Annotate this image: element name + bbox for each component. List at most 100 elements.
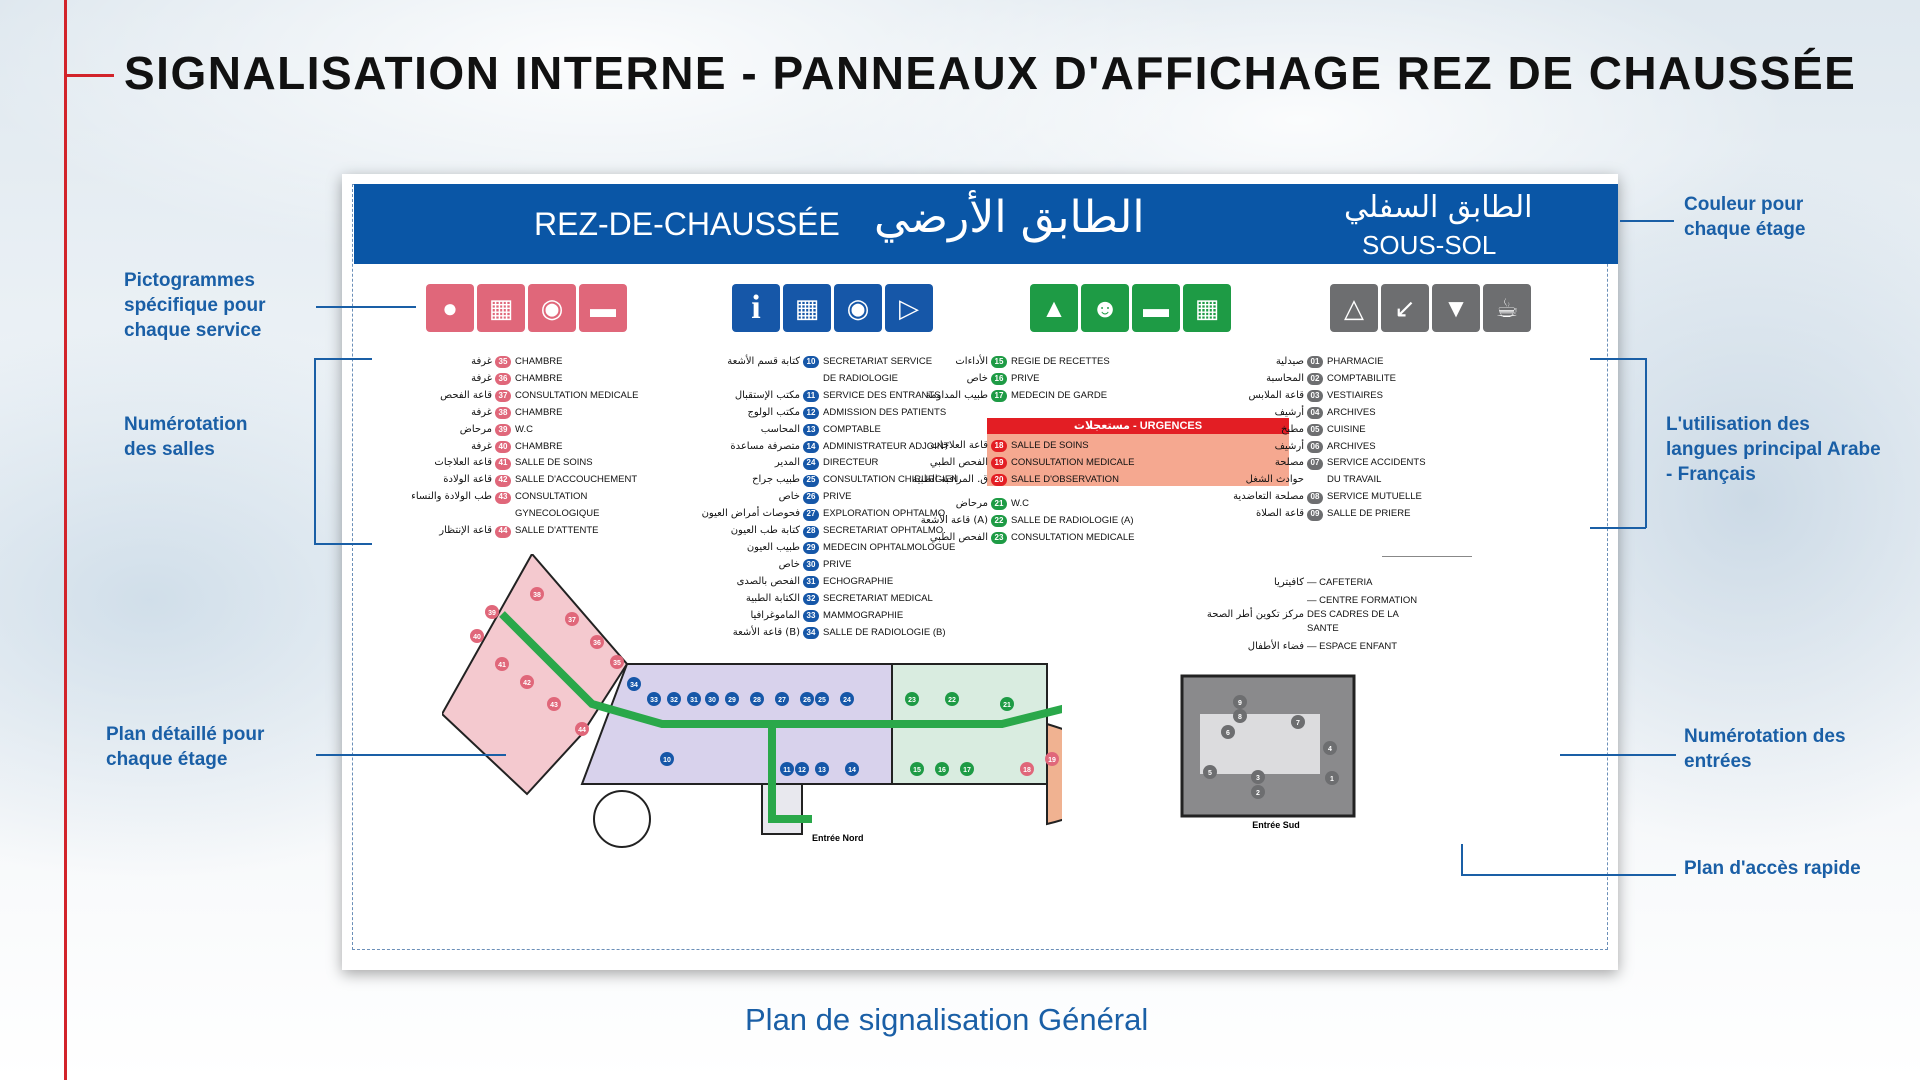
room-number-badge: 04 [1307, 407, 1323, 420]
room-number-badge: 16 [991, 373, 1007, 386]
room-label-fr: ADMINISTRATEUR ADJOINT [823, 440, 950, 452]
room-label-fr: VESTIAIRES [1327, 389, 1383, 401]
plan-room-badge [1020, 762, 1034, 776]
picto-group-green: ▲ ☻ ▬ ▦ [1030, 284, 1231, 332]
plan-room-badge [1045, 752, 1059, 766]
room-label-ar: الماموغرافيا [750, 609, 800, 621]
room-number-badge: 23 [991, 532, 1007, 545]
room-number-badge [803, 373, 819, 385]
extra-label-ar: مركز تكوين أطر الصحة [1206, 609, 1304, 620]
picto-group-blue: i ▦ ◉ ▷ [732, 284, 933, 332]
callout-bracket-bottom [314, 543, 372, 545]
plan-room-number: 39 [488, 610, 496, 617]
payment-hand-icon: ▬ [1132, 284, 1180, 332]
room-number-badge: 44 [495, 525, 511, 538]
room-label-ar: الفحص الطبي [929, 531, 988, 543]
room-label-ar: غرفة [471, 406, 492, 418]
room-label-ar: مكتب الولوج [747, 406, 800, 418]
room-label-fr: ARCHIVES [1327, 406, 1376, 418]
callout-numerotation-entrees: Numérotation des entrées [1684, 726, 1846, 772]
header-soussol-ar: الطابق السفلي [1344, 190, 1533, 225]
room-label-fr: GYNECOLOGIQUE [515, 508, 600, 520]
room-label-fr: SALLE D'ATTENTE [515, 525, 599, 537]
room-label-ar: الفحص الطبي [929, 456, 988, 468]
room-label-fr: ADMISSION DES PATIENTS [823, 406, 947, 418]
room-number-badge: 10 [803, 356, 819, 369]
room-label-ar: المحاسبة [1266, 372, 1304, 384]
waiting-room-icon: ▦ [477, 284, 525, 332]
callout-bracket-salles [314, 358, 316, 544]
callout-numerotation-salles: Numérotation des salles [124, 414, 248, 460]
room-label-ar: المحاسب [760, 423, 800, 435]
plan-room-badge [775, 692, 789, 706]
room-number-badge: 08 [1307, 491, 1323, 504]
room-number-badge: 12 [803, 407, 819, 420]
eye-icon: ◉ [834, 284, 882, 332]
room-label-ar: (A) قاعة الأشعة [920, 514, 988, 526]
room-label-fr: DE RADIOLOGIE [823, 372, 898, 384]
plan-room-number: 43 [550, 702, 558, 709]
room-label-fr: CHAMBRE [515, 356, 563, 367]
callout-langues: L'utilisation des langues principal Arab… [1666, 414, 1881, 485]
plan-room-number: 9 [1238, 700, 1242, 707]
room-number-badge: 15 [991, 356, 1007, 369]
room-label-fr: PRIVE [823, 558, 852, 570]
room-label-fr: SALLE DE RADIOLOGIE (B) [823, 626, 946, 638]
room-number-badge: 19 [991, 457, 1007, 470]
plan-room-number: 8 [1238, 714, 1242, 721]
waiting-room-icon: ▦ [783, 284, 831, 332]
room-label-fr: SERVICE MUTUELLE [1327, 491, 1422, 503]
room-label-ar: مصلحة التعاضدية [1233, 491, 1304, 503]
room-label-ar: فحوصات أمراض العيون [701, 508, 800, 520]
room-number-badge: 20 [991, 474, 1007, 487]
plan-room-number: 40 [473, 634, 481, 641]
room-label-fr: SERVICE DES ENTRANTS [823, 389, 941, 401]
urgences-bar: مستعجلات - URGENCES [987, 418, 1289, 434]
room-label-fr: SALLE DE RADIOLOGIE (A) [1011, 514, 1134, 526]
plan-room-badge [647, 692, 661, 706]
red-vertical-rule [64, 0, 67, 1080]
plan-room-badge [590, 635, 604, 649]
extra-label-fr: — CAFETERIA [1307, 577, 1373, 588]
plan-room-number: 33 [650, 697, 658, 704]
room-number-badge: 41 [495, 457, 511, 470]
plan-room-number: 4 [1328, 746, 1332, 753]
plan-room-badge [485, 605, 499, 619]
plan-room-number: 13 [818, 767, 826, 774]
callout-bracket-top [314, 358, 372, 360]
room-label-fr: ECHOGRAPHIE [823, 575, 894, 587]
accident-icon: ▼ [1432, 284, 1480, 332]
room-label-ar: خاص [778, 491, 800, 503]
callout-plan-detaille: Plan détaillé pour chaque étage [106, 724, 265, 770]
room-label-fr: CONSULTATION MEDICALE [1011, 531, 1135, 543]
room-label-ar: صيدلية [1275, 356, 1304, 367]
plan-room-badge [627, 677, 641, 691]
plan-room-number: 12 [798, 767, 806, 774]
header-rdc-fr: REZ-DE-CHAUSSÉE [534, 206, 840, 242]
room-label-ar: أرشيف [1274, 406, 1304, 418]
room-label-fr: CONSULTATION MEDICALE [1011, 456, 1135, 468]
plan-room-number: 11 [783, 767, 791, 774]
plan-room-badge [705, 692, 719, 706]
room-number-badge: 02 [1307, 373, 1323, 386]
plan-room-number: 1 [1330, 776, 1334, 783]
room-number-badge: 30 [803, 559, 819, 572]
room-label-ar: الأداءات [955, 356, 988, 367]
room-label-fr: DIRECTEUR [823, 457, 879, 469]
